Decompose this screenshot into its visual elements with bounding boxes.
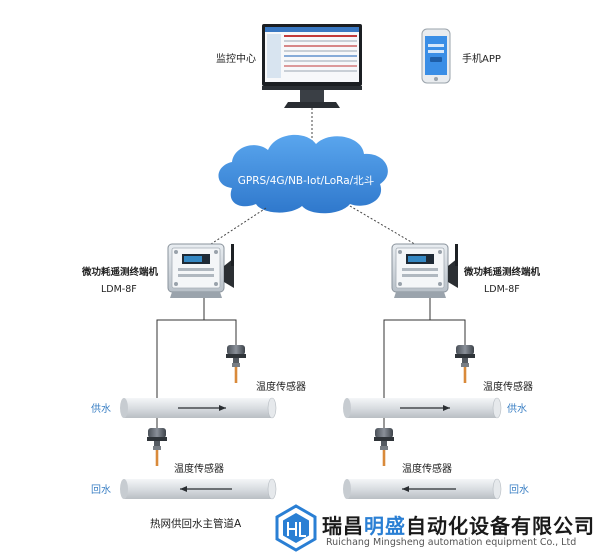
phone-icon	[421, 28, 451, 84]
left-supply-sensor-icon	[226, 345, 246, 383]
left-supply-sensor-label: 温度传感器	[256, 380, 306, 393]
pipeline-caption: 热网供回水主管道A	[150, 517, 242, 530]
cloud-left-device-link	[207, 207, 267, 247]
right-device-icon	[391, 243, 459, 299]
right-return-sensor-label: 温度传感器	[402, 462, 452, 475]
right-wiring	[383, 298, 466, 430]
cloud-label: GPRS/4G/NB-Iot/LoRa/北斗	[238, 175, 374, 187]
left-return-sensor-icon	[147, 428, 167, 466]
company-name-prefix: 瑞昌	[322, 514, 364, 538]
right-device-model: LDM-8F	[484, 284, 520, 295]
left-device-model: LDM-8F	[101, 284, 137, 295]
phone-label: 手机APP	[462, 52, 501, 65]
left-device-icon	[167, 243, 235, 299]
company-name-highlight: 明盛	[364, 514, 406, 538]
right-return-pipe	[343, 478, 502, 500]
network-cloud	[218, 134, 388, 214]
monitor-label: 监控中心	[216, 52, 256, 65]
monitor-icon	[262, 24, 362, 108]
company-name-cn: 瑞昌明盛自动化设备有限公司	[322, 510, 595, 539]
right-return-label: 回水	[509, 484, 529, 496]
cloud-right-device-link	[349, 205, 419, 247]
right-supply-sensor-icon	[455, 345, 475, 383]
right-supply-label: 供水	[507, 402, 527, 415]
right-supply-pipe	[343, 397, 502, 419]
left-supply-pipe	[120, 397, 277, 419]
right-device-name: 微功耗遥测终端机	[463, 266, 541, 278]
left-wiring	[156, 298, 237, 430]
left-supply-label: 供水	[91, 402, 111, 415]
left-return-label: 回水	[91, 484, 111, 496]
left-return-sensor-label: 温度传感器	[174, 462, 224, 475]
left-device-name: 微功耗遥测终端机	[81, 266, 159, 278]
right-return-sensor-icon	[374, 428, 394, 466]
company-name-en: Ruichang Mingsheng automation equipment …	[326, 537, 577, 548]
right-supply-sensor-label: 温度传感器	[483, 380, 533, 393]
company-logo-icon	[275, 504, 317, 552]
left-return-pipe	[120, 478, 277, 500]
company-name-suffix: 自动化设备有限公司	[406, 514, 595, 538]
